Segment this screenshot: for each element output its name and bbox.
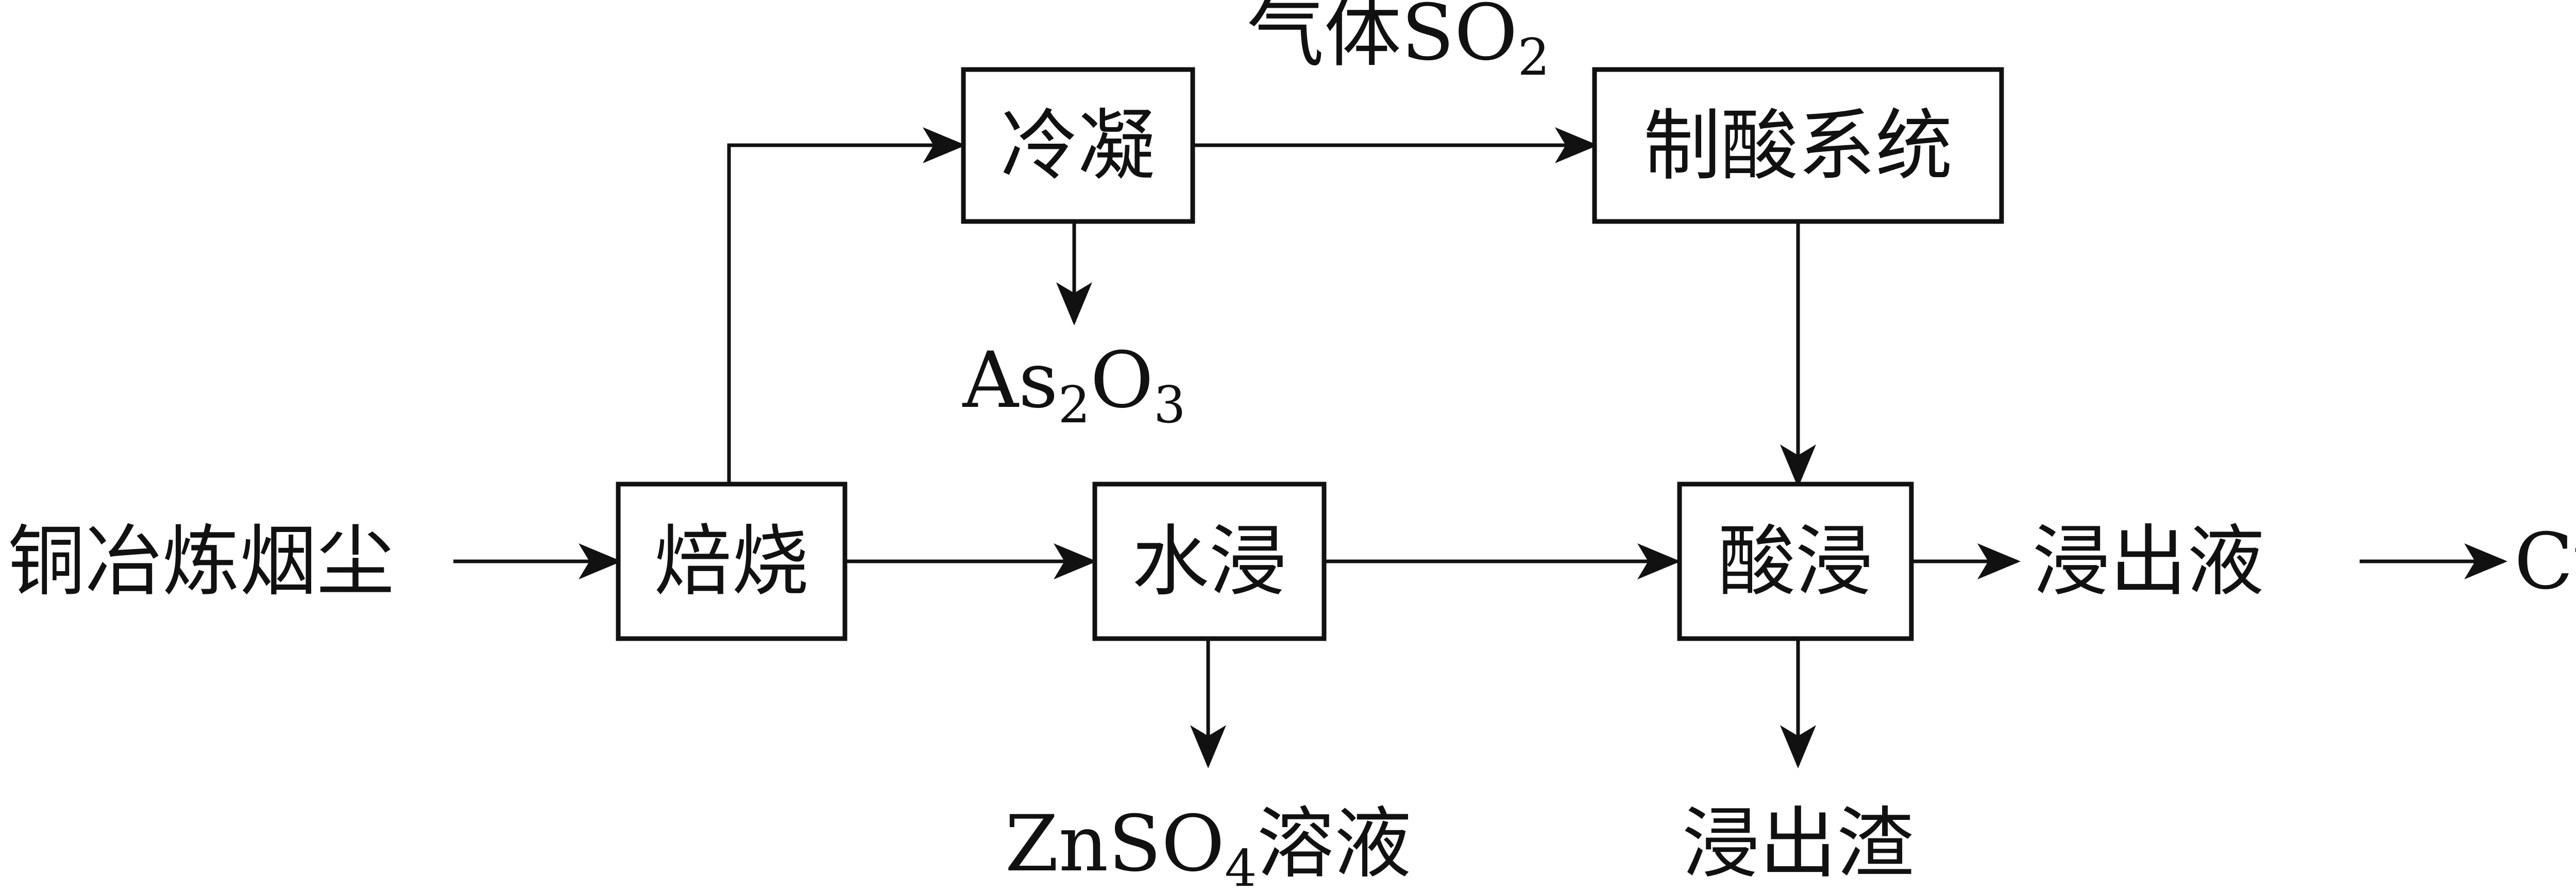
arrow-roast-to-condense [727,127,966,489]
leachate-label: 浸出液 [2032,517,2264,607]
water-leach-box [1092,482,1327,641]
zinc-sulfate-subscript: 4 [1225,839,1257,892]
arsenic-oxide-label: As2O3 [962,336,1185,435]
acid-system-box [1592,67,2004,224]
condense-label: 冷凝 [1001,101,1155,191]
condense-box [961,67,1195,224]
acid-system-label: 制酸系统 [1643,101,1953,191]
roast-box [616,482,848,641]
acid-leach-box [1677,482,1914,641]
roast-label: 焙烧 [654,517,809,607]
leach-residue-label: 浸出渣 [1682,799,1914,889]
copper-label: Cu [2514,517,2576,607]
gas-so2-main: 气体SO [1247,0,1518,78]
zinc-sulfate-label: ZnSO4溶液 [1005,799,1412,892]
arsenic-subscript: 2 [1058,376,1090,435]
gas-so2-label: 气体SO2 [1247,0,1550,87]
arsenic-symbol: As [962,336,1058,425]
zinc-sulfate-formula: ZnSO [1005,799,1225,889]
oxygen-subscript: 3 [1154,376,1185,435]
source-label: 铜冶炼烟尘 [8,517,394,607]
water-leach-label: 水浸 [1132,517,1286,607]
acid-leach-label: 酸浸 [1718,517,1873,607]
oxygen-symbol: O [1090,336,1154,425]
zinc-sulfate-solution: 溶液 [1257,799,1411,889]
gas-so2-subscript: 2 [1518,28,1550,87]
